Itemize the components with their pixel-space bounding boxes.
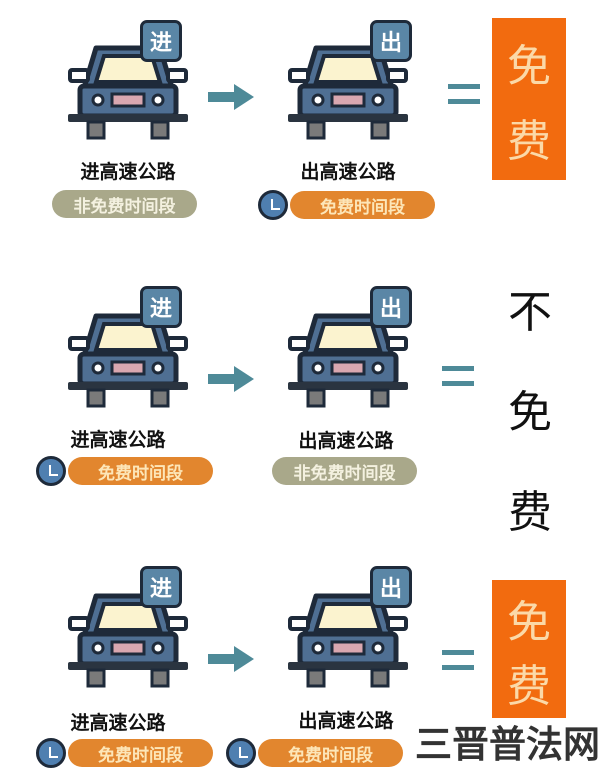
result-char: 费 bbox=[507, 661, 551, 712]
exit-tag: 出 bbox=[370, 566, 412, 608]
arrow-right-icon bbox=[208, 84, 254, 110]
result-free-box: 免 费 bbox=[492, 18, 566, 180]
result-char: 免 bbox=[507, 597, 551, 648]
period-pill-free: 免费时间段 bbox=[68, 739, 213, 767]
scenario-row-2: 进 进高速公路 免费时间段 出 出高速公路 非免费时间段 不 免 费 bbox=[0, 268, 600, 538]
exit-label: 出高速公路 bbox=[300, 161, 396, 183]
clock-icon bbox=[226, 738, 256, 768]
exit-tag: 出 bbox=[370, 286, 412, 328]
clock-icon bbox=[36, 738, 66, 768]
clock-icon bbox=[36, 456, 66, 486]
entry-label: 进高速公路 bbox=[70, 429, 166, 451]
result-not-free: 不 免 费 bbox=[500, 276, 560, 540]
result-char: 免 bbox=[508, 387, 552, 438]
result-char: 免 bbox=[507, 40, 551, 92]
scenario-row-1: 进 进高速公路 非免费时间段 出 出高速公路 免费时间段 免 费 bbox=[0, 0, 600, 260]
exit-label: 出高速公路 bbox=[298, 710, 394, 732]
result-char: 费 bbox=[508, 487, 552, 538]
enter-tag: 进 bbox=[140, 566, 182, 608]
enter-tag: 进 bbox=[140, 20, 182, 62]
period-pill-free: 免费时间段 bbox=[258, 739, 403, 767]
equals-sign bbox=[448, 84, 480, 104]
watermark: 三晋普法网 bbox=[415, 723, 600, 766]
equals-sign bbox=[442, 650, 474, 670]
period-pill-nonfree: 非免费时间段 bbox=[272, 457, 417, 485]
entry-label: 进高速公路 bbox=[80, 161, 176, 183]
exit-label: 出高速公路 bbox=[298, 430, 394, 452]
arrow-right-icon bbox=[208, 646, 254, 672]
period-pill-nonfree: 非免费时间段 bbox=[52, 190, 197, 218]
equals-sign bbox=[442, 366, 474, 386]
result-char: 费 bbox=[507, 115, 551, 167]
exit-tag: 出 bbox=[370, 20, 412, 62]
period-pill-free: 免费时间段 bbox=[68, 457, 213, 485]
result-free-box: 免 费 bbox=[492, 580, 566, 718]
enter-tag: 进 bbox=[140, 286, 182, 328]
scenario-row-3: 进 进高速公路 免费时间段 出 出高速公路 免费时间段 免 费 bbox=[0, 550, 600, 768]
result-char: 不 bbox=[508, 287, 552, 338]
period-pill-free: 免费时间段 bbox=[290, 191, 435, 219]
entry-label: 进高速公路 bbox=[70, 712, 166, 734]
arrow-right-icon bbox=[208, 366, 254, 392]
clock-icon bbox=[258, 190, 288, 220]
